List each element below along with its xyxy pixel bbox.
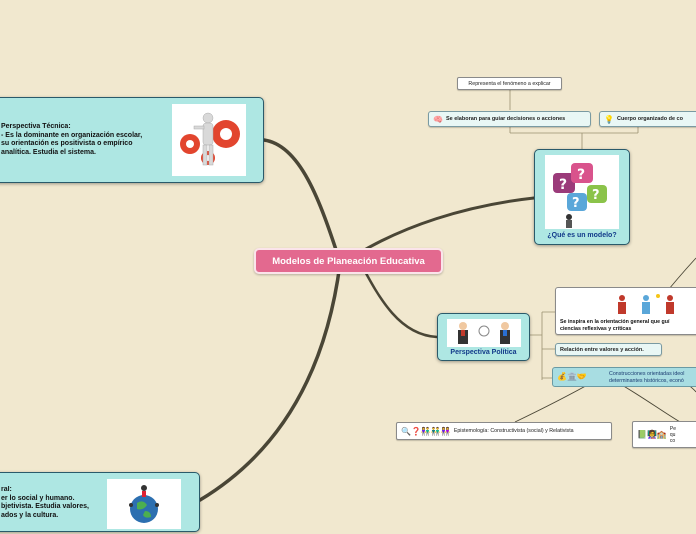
branch-representa[interactable]: Representa el fenómeno a explicar (457, 77, 562, 90)
gears-icon (172, 104, 246, 176)
branch-epistemologia[interactable]: 🔍❓👫👬👭 Epistemología: Constructivista (so… (396, 422, 612, 440)
svg-text:?: ? (559, 177, 567, 193)
tecnica-text: Perspectiva Técnica: - Es la dominante e… (1, 123, 143, 156)
central-title: Modelos de Planeación Educativa (272, 255, 425, 267)
central-topic[interactable]: Modelos de Planeación Educativa (254, 248, 443, 274)
politica-label: Perspectiva Política (450, 349, 517, 356)
cultural-text: ral: er lo social y humano. bjetivista. … (1, 486, 89, 520)
svg-text:?: ? (577, 167, 585, 183)
svg-text:?: ? (572, 196, 580, 211)
construction-icons: 💰🏛️🤝 (557, 372, 587, 381)
books-icon: 📗👩‍🏫🏫 (637, 430, 667, 439)
svg-text:?: ? (592, 188, 600, 203)
people-icon (612, 292, 682, 316)
modelo-label: ¿Qué es un modelo? (547, 232, 617, 239)
branch-construcciones[interactable]: 💰🏛️🤝 Construcciones orientadas ideol det… (552, 367, 696, 387)
perspectiva-cultural-card[interactable]: ral: er lo social y humano. bjetivista. … (0, 472, 200, 532)
branch-inspira[interactable]: Se inspira en la orientación general que… (555, 287, 696, 335)
branch-right-box[interactable]: 📗👩‍🏫🏫 Pe qu co (632, 421, 696, 448)
que-es-modelo-card[interactable]: ? ? ? ? ¿Qué es un modelo? (534, 149, 630, 245)
perspectiva-tecnica-card[interactable]: Perspectiva Técnica: - Es la dominante e… (0, 97, 264, 183)
branch-elaboran[interactable]: 🧠 Se elaboran para guiar decisiones o ac… (428, 111, 591, 127)
branch-relacion[interactable]: Relación entre valores y acción. (555, 343, 662, 356)
perspectiva-politica-card[interactable]: Perspectiva Política (437, 313, 530, 361)
lightbulb-icon: 💡 (604, 114, 614, 124)
construcciones-text: Construcciones orientadas ideol determin… (609, 371, 685, 384)
question-marks-icon: ? ? ? ? (545, 155, 619, 229)
brain-icon: 🧠 (433, 114, 443, 124)
people-debate-icon (447, 319, 521, 347)
inspira-text: Se inspira en la orientación general que… (560, 319, 670, 332)
magnifier-icon: 🔍❓👫👬👭 (401, 426, 451, 436)
branch-cuerpo[interactable]: 💡 Cuerpo organizado de co (599, 111, 696, 127)
globe-people-icon (107, 479, 181, 529)
